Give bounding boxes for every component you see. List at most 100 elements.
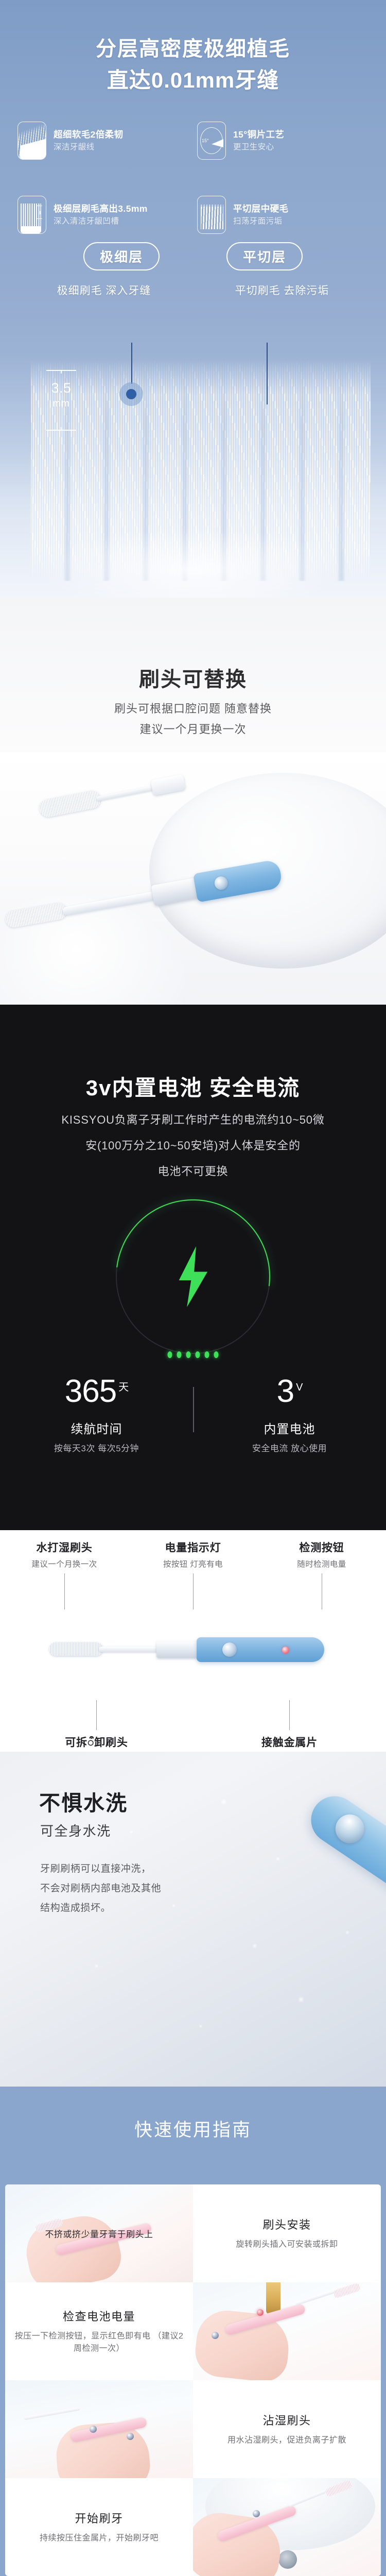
stat-number: 3 xyxy=(276,1374,294,1409)
hero-title-line2: 直达0.01mm牙缝 xyxy=(107,68,279,92)
replaceable-sub2: 建议一个月更换一次 xyxy=(139,723,247,736)
callout-title: 接触金属片 xyxy=(261,1737,318,1749)
guide-step-sub: 用水沾湿刷头，促进负离子扩散 xyxy=(227,2436,346,2445)
feature-title: 15°铜片工艺 xyxy=(233,129,285,140)
waterproof-section: 不惧水洗 可全身水洗 牙刷刷柄可以直接冲洗， 不会对刷柄内部电池及其他 结构造成… xyxy=(0,1752,386,2087)
stat-number: 365 xyxy=(64,1374,117,1409)
callout-sub: 建议一个月换一次 xyxy=(31,1560,97,1569)
hero-title-line1: 分层高密度极细植毛 xyxy=(96,38,290,60)
replaceable-head-photo xyxy=(0,752,386,1005)
scale-value: 3.5 xyxy=(51,380,72,396)
brushing-teeth-photo xyxy=(193,2282,381,2380)
layer-pill-flat: 平切层 xyxy=(226,242,303,270)
stat-sub: 安全电流 放心使用 xyxy=(252,1444,327,1453)
power-ring-graphic xyxy=(84,1168,302,1385)
scale-unit: mm xyxy=(52,398,70,409)
feature-title: 极细层刷毛高出3.5mm xyxy=(54,203,148,214)
callout-title: 电量指示灯 xyxy=(165,1542,221,1554)
battery-paragraph-1: KISSYOU负离子牙刷工作时产生的电流约10~50微 xyxy=(61,1113,325,1126)
stat-sub: 按每天3次 每次5分钟 xyxy=(54,1444,139,1453)
guide-step-caption: 不挤或挤少量牙膏于刷头上 xyxy=(45,2229,153,2240)
callout-bottom-row: 可拆ऀ卸刷头 旋转刷头即可拆卸 接触金属片 接触可释放负离子 xyxy=(0,1700,386,1752)
guide-step-text: 开始刷牙 持续按压住金属片，开始刷牙吧 xyxy=(5,2478,193,2576)
guide-step-2: 检查电池电量 按压一下检测按钮，显示红色即有电 （建议2周检测一次） xyxy=(5,2282,381,2380)
guide-section: 快速使用指南 不挤或挤少量牙膏于刷头上 刷头安装 旋转刷头插入可安装或拆卸 xyxy=(0,2087,386,2576)
feature-title: 平切层中硬毛 xyxy=(233,203,289,214)
battery-paragraph-2: 安(100万分之10~50安培)对人体是安全的 xyxy=(85,1139,301,1152)
callout-test-button: 检测按钮 随时检测电量 xyxy=(257,1539,386,1609)
guide-step-sub: 持续按压住金属片，开始刷牙吧 xyxy=(39,2534,159,2543)
callout-removable-head: 可拆ऀ卸刷头 旋转刷头即可拆卸 xyxy=(0,1700,193,1752)
replaceable-title: 刷头可替换 xyxy=(139,668,247,691)
layer-pill-fine: 极细层 xyxy=(83,242,160,270)
guide-step-title: 检查电池电量 xyxy=(62,2310,135,2323)
stat-label: 内置电池 xyxy=(264,1422,315,1436)
start-brushing-photo xyxy=(193,2478,381,2576)
feature-sub: 深洁牙龈线 xyxy=(54,142,95,151)
feature-item-fine-bristle: 超细软毛2倍柔韧 深洁牙龈线 xyxy=(17,122,190,160)
flat-cut-bristle-icon xyxy=(197,196,226,234)
guide-card: 不挤或挤少量牙膏于刷头上 刷头安装 旋转刷头插入可安装或拆卸 xyxy=(5,2184,381,2576)
callout-title: 可拆ऀ卸刷头 xyxy=(65,1737,128,1749)
callout-sub: 按按钮 灯亮有电 xyxy=(163,1560,223,1569)
callout-metal-contact: 接触金属片 接触可释放负离子 xyxy=(193,1700,386,1752)
waterproof-paragraph-3: 结构造成损坏。 xyxy=(40,1903,111,1913)
replaceable-head-section: 刷头可替换 刷头可根据口腔问题 随意替换 建议一个月更换一次 xyxy=(0,598,386,1005)
guide-step-title: 开始刷牙 xyxy=(75,2512,124,2525)
guide-header-title: 快速使用指南 xyxy=(134,2120,252,2140)
waterproof-sub: 可全身水洗 xyxy=(40,1823,111,1839)
layer-sub-flat: 平切刷毛 去除污垢 xyxy=(235,285,329,297)
layer-pill-row: 极细层 平切层 xyxy=(0,242,386,270)
bristle-macro-photo xyxy=(0,319,386,598)
feature-item-flat-bristle: 平切层中硬毛 扫荡牙面污垢 xyxy=(197,196,370,234)
replaceable-sub1: 刷头可根据口腔问题 随意替换 xyxy=(114,702,272,715)
callout-dot-fine xyxy=(119,382,143,406)
wet-brush-head-photo: 刷牙不少于3分钟，早晚各1次 xyxy=(5,2380,193,2478)
bristle-height-scale: 3.5 mm xyxy=(46,370,76,431)
stats-divider xyxy=(193,1387,194,1432)
feature-sub: 深入清洁牙龈凹槽 xyxy=(54,216,119,226)
battery-paragraph-3: 电池不可更换 xyxy=(157,1165,229,1178)
feature-item-copper-angle: 15° 15°铜片工艺 更卫生安心 xyxy=(197,122,370,160)
callout-sub: 随时检测电量 xyxy=(297,1560,346,1569)
callout-title: 水打湿刷头 xyxy=(36,1542,93,1554)
fifteen-degree-angle-icon: 15° xyxy=(197,122,226,160)
fine-bristle-slant-icon xyxy=(17,122,46,160)
feature-sub: 扫荡牙面污垢 xyxy=(233,216,283,226)
feature-title: 超细软毛2倍柔韧 xyxy=(54,129,124,140)
waterproof-title: 不惧水洗 xyxy=(39,1791,128,1815)
toothbrush-diagram xyxy=(49,1621,338,1683)
guide-step-title: 沾湿刷头 xyxy=(262,2414,311,2427)
guide-step-4: 开始刷牙 持续按压住金属片，开始刷牙吧 xyxy=(5,2478,381,2576)
guide-step-text: 检查电池电量 按压一下检测按钮，显示红色即有电 （建议2周检测一次） xyxy=(5,2282,193,2380)
hero-section: 分层高密度极细植毛 直达0.01mm牙缝 超细软毛2倍柔韧 深洁牙龈线 15° … xyxy=(0,0,386,598)
callout-title: 检测按钮 xyxy=(299,1542,344,1554)
stat-label: 续航时间 xyxy=(71,1422,122,1436)
guide-step-title: 刷头安装 xyxy=(262,2218,311,2231)
stat-unit: 天 xyxy=(118,1382,129,1394)
toothpaste-on-brush-photo: 不挤或挤少量牙膏于刷头上 xyxy=(5,2184,193,2282)
battery-title: 3v内置电池 安全电流 xyxy=(85,1076,301,1100)
waterproof-paragraph-1: 牙刷刷柄可以直接冲洗， xyxy=(40,1863,151,1874)
guide-step-sub: 旋转刷头插入可安装或拆卸 xyxy=(236,2240,338,2249)
guide-step-3: 刷牙不少于3分钟，早晚各1次 沾湿刷头 用水沾湿刷头，促进负离子扩散 xyxy=(5,2380,381,2478)
callout-stem-fine xyxy=(131,343,132,384)
callout-diagram-section: 水打湿刷头 建议一个月换一次 电量指示灯 按按钮 灯亮有电 检测按钮 随时检测电… xyxy=(0,1530,386,1752)
guide-card-wrapper: 不挤或挤少量牙膏于刷头上 刷头安装 旋转刷头插入可安装或拆卸 xyxy=(0,2184,386,2576)
callout-battery-led: 电量指示灯 按按钮 灯亮有电 xyxy=(129,1539,257,1609)
feature-sub: 更卫生安心 xyxy=(233,142,274,151)
layer-sub-fine: 极细刷毛 深入牙缝 xyxy=(57,285,151,297)
guide-header: 快速使用指南 xyxy=(0,2087,386,2184)
stat-unit: V xyxy=(296,1382,303,1394)
feature-item-tall-bristle: 3 极细层刷毛高出3.5mm 深入清洁牙龈凹槽 xyxy=(17,196,190,234)
guide-step-text: 沾湿刷头 用水沾湿刷头，促进负离子扩散 xyxy=(193,2380,381,2478)
angle-badge: 15° xyxy=(202,138,209,143)
battery-section: 3v内置电池 安全电流 KISSYOU负离子牙刷工作时产生的电流约10~50微 … xyxy=(0,1005,386,1530)
waterproof-paragraph-2: 不会对刷柄内部电池及其他 xyxy=(40,1883,162,1894)
layer-sub-row: 极细刷毛 深入牙缝 平切刷毛 去除污垢 xyxy=(0,282,386,298)
hero-feature-grid: 超细软毛2倍柔韧 深洁牙龈线 15° 15°铜片工艺 更卫生安心 3 xyxy=(17,122,370,234)
